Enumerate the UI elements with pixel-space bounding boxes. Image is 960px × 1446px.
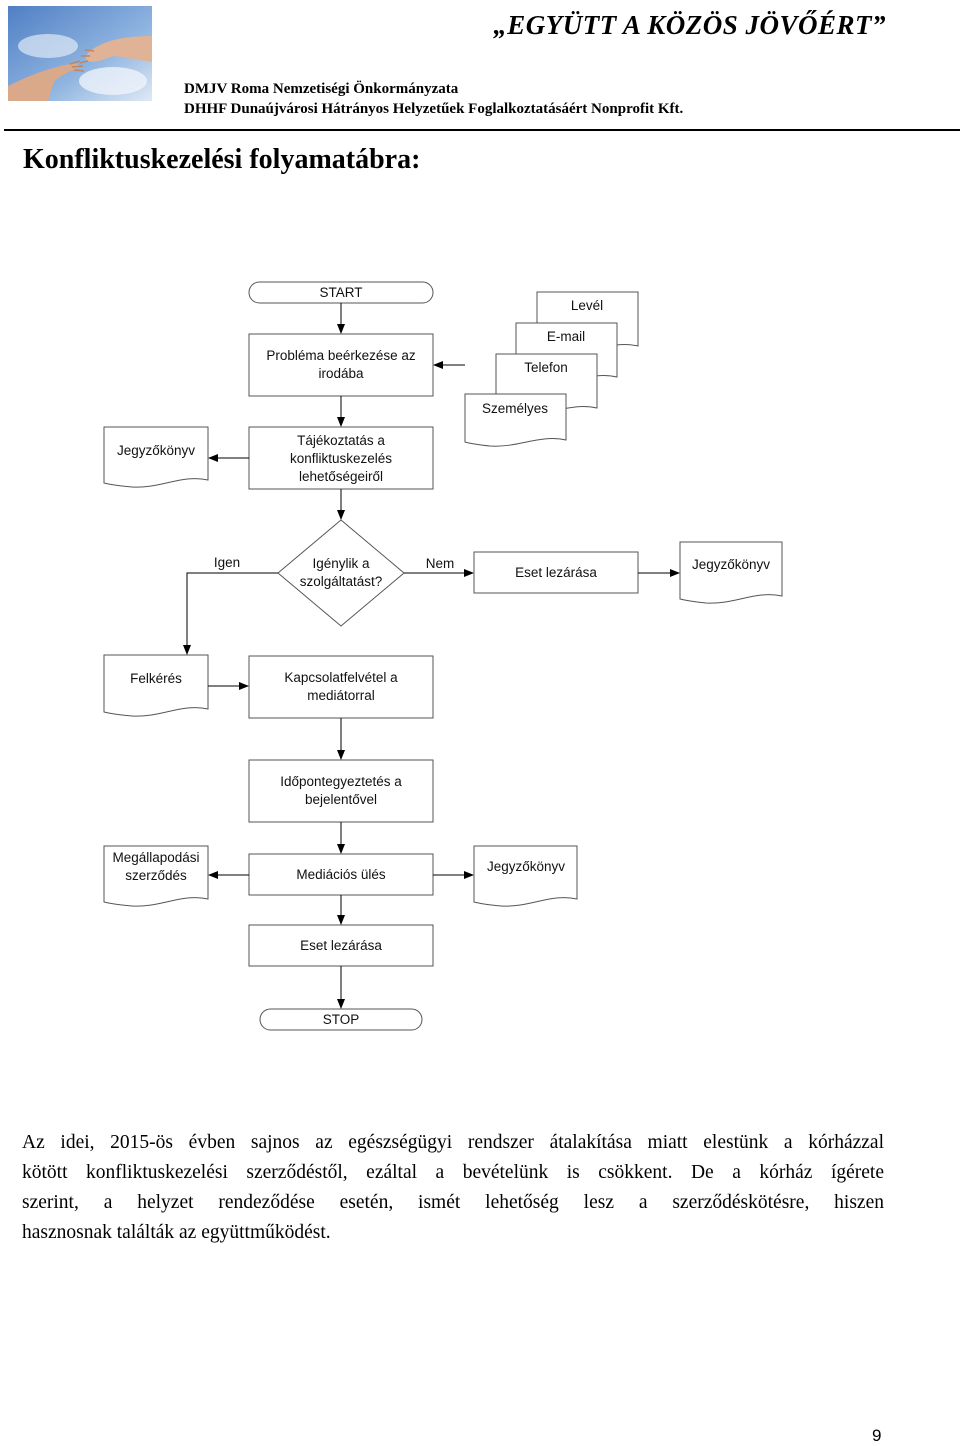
channel-personal-label: Személyes: [482, 401, 548, 416]
channel-letter-label: Levél: [571, 298, 603, 313]
decision-label-line2: szolgáltatást?: [300, 574, 383, 589]
body-paragraph: Az idei, 2015-ös évben sajnos az egészsé…: [22, 1128, 884, 1248]
close-right-label: Eset lezárása: [515, 565, 597, 580]
contact-label-line1: Kapcsolatfelvétel a: [284, 670, 398, 685]
paragraph-line: szerint, a helyzet rendeződése esetén, i…: [22, 1192, 884, 1213]
page-title: Konfliktuskezelési folyamatábra:: [23, 144, 421, 175]
paragraph-line: hasznosnak találták az együttműködést.: [22, 1222, 331, 1243]
record-document-left: [103, 426, 209, 488]
paragraph-line: Az idei, 2015-ös évben sajnos az egészsé…: [22, 1132, 884, 1153]
record-document-mediation: [473, 845, 578, 907]
paragraph-line: kötött konfliktuskezelési szerződéstől, …: [22, 1162, 884, 1183]
start-label: START: [319, 285, 362, 300]
contact-label-line2: mediátorral: [307, 688, 375, 703]
decision-label-line1: Igénylik a: [312, 556, 370, 571]
schedule-label-line1: Időpontegyeztetés a: [280, 774, 402, 789]
no-label: Nem: [426, 556, 455, 571]
agreement-label-line2: szerződés: [125, 868, 187, 883]
channel-personal-document: [464, 393, 567, 447]
header-divider: [4, 129, 960, 131]
agreement-document: [103, 845, 209, 907]
channel-phone-label: Telefon: [524, 360, 568, 375]
problem-label-line1: Probléma beérkezése az: [266, 348, 416, 363]
schedule-box: [248, 759, 434, 823]
info-label-line1: Tájékoztatás a: [297, 433, 385, 448]
slogan: „EGYÜTT A KÖZÖS JÖVŐÉRT”: [493, 10, 886, 40]
information-box: [248, 426, 434, 490]
channel-email-label: E-mail: [547, 329, 585, 344]
schedule-label-line2: bejelentővel: [305, 792, 377, 807]
hands-reaching-logo: [8, 6, 152, 101]
yes-label: Igen: [214, 555, 240, 570]
mediation-session-box: [248, 853, 434, 896]
record-document-right: [679, 541, 783, 604]
record-mediation-label: Jegyzőkönyv: [487, 859, 565, 874]
request-label: Felkérés: [130, 671, 182, 686]
request-document: [103, 654, 209, 717]
record-right-label: Jegyzőkönyv: [692, 557, 770, 572]
decision-diamond: [277, 519, 405, 627]
problem-arrival-box: [248, 333, 434, 397]
agreement-label-line1: Megállapodási: [112, 850, 199, 865]
contact-mediator-box: [248, 655, 434, 719]
arrow-decision-yes: [183, 572, 278, 655]
problem-label-line2: irodába: [318, 366, 364, 381]
connectors: [183, 303, 680, 1009]
organization-line-1: DMJV Roma Nemzetiségi Önkormányzata: [184, 81, 459, 97]
page-number: 9: [872, 1426, 882, 1445]
info-label-line3: lehetőségeiről: [299, 469, 383, 484]
close-bottom-label: Eset lezárása: [300, 938, 382, 953]
record-left-label: Jegyzőkönyv: [117, 443, 195, 458]
mediation-label: Mediációs ülés: [296, 867, 386, 882]
stop-terminator: [259, 1008, 423, 1031]
stop-label: STOP: [323, 1012, 360, 1027]
organization-line-2: DHHF Dunaújvárosi Hátrányos Helyzetűek F…: [184, 101, 684, 117]
info-label-line2: konfliktuskezelés: [290, 451, 392, 466]
close-case-box-right: [473, 551, 639, 594]
